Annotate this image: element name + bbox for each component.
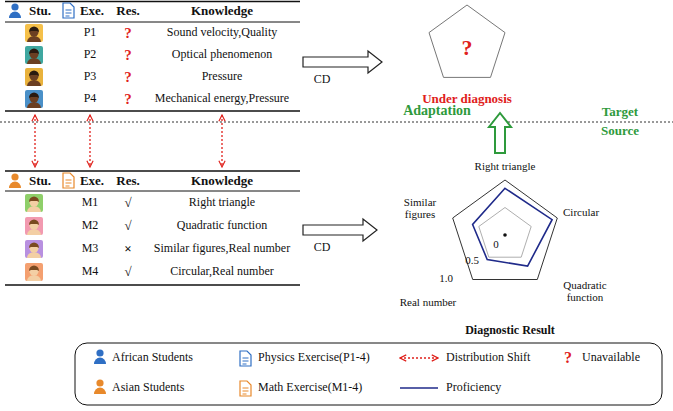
- response-cell: √: [124, 219, 131, 233]
- table-header: Stu.: [29, 4, 51, 18]
- adaptation-arrow: [489, 113, 511, 153]
- axis-label: Real number: [400, 296, 457, 308]
- response-cell: ?: [124, 25, 132, 42]
- exercise-id: M2: [82, 219, 99, 232]
- response-cell: ?: [124, 47, 132, 64]
- shift-arrow: [89, 115, 90, 167]
- legend-proficiency-line: [400, 387, 438, 389]
- legend-student-icon: [94, 379, 106, 394]
- exercise-id: M4: [82, 265, 99, 278]
- knowledge-cell: Circular,Real number: [170, 265, 273, 278]
- exercise-id: P4: [84, 92, 97, 105]
- legend-text: Distribution Shift: [446, 351, 530, 364]
- knowledge-cell: Quadratic function: [177, 219, 267, 232]
- edge-label: CD: [314, 241, 331, 254]
- scale-label: 1.0: [439, 272, 453, 284]
- unavailable-mark: ?: [462, 36, 473, 60]
- shift-arrow: [34, 115, 35, 167]
- legend-shift-arrow: [400, 357, 438, 358]
- legend-text: Unavailable: [582, 351, 640, 364]
- response-cell: ×: [124, 242, 131, 256]
- legend-exercise-icon: [240, 381, 251, 396]
- domain-label: Source: [601, 124, 639, 138]
- knowledge-cell: Right triangle: [189, 196, 255, 209]
- legend-text: Proficiency: [446, 381, 501, 394]
- axis-label: Quadratic function: [554, 279, 616, 303]
- exercise-id: P3: [84, 70, 97, 83]
- table-header: Res.: [116, 4, 139, 18]
- table-header: Exe.: [80, 4, 104, 18]
- knowledge-cell: Mechanical energy,Pressure: [155, 92, 289, 105]
- exercise-id: M1: [82, 196, 99, 209]
- exercise-id: P1: [84, 26, 97, 39]
- axis-label: Right triangle: [475, 160, 536, 172]
- response-cell: ?: [124, 69, 132, 86]
- knowledge-cell: Pressure: [202, 70, 243, 83]
- legend-text: Asian Students: [112, 381, 184, 394]
- table-header: Stu.: [29, 174, 51, 188]
- legend-text: Math Exercise(M1-4): [258, 381, 362, 394]
- scale-label: 0.5: [465, 254, 479, 266]
- legend-student-icon: [94, 349, 106, 364]
- response-cell: ?: [124, 91, 132, 108]
- edge-label: CD: [314, 73, 331, 86]
- shift-arrow: [221, 115, 222, 167]
- domain-divider: [0, 122, 673, 123]
- knowledge-cell: Sound velocity,Quality: [167, 26, 278, 39]
- exercise-icon: [63, 3, 74, 18]
- node-caption: Diagnostic Result: [465, 324, 555, 337]
- knowledge-cell: Optical phenomenon: [172, 48, 272, 61]
- table-header: Knowledge: [191, 174, 253, 188]
- legend-box: [75, 343, 662, 405]
- exercise-icon: [63, 173, 74, 188]
- student-icon: [9, 173, 21, 188]
- radar-result: Diagnostic Result: [380, 156, 640, 340]
- cd-arrow: [303, 51, 382, 73]
- response-cell: √: [124, 196, 131, 210]
- exercise-id: P2: [84, 48, 97, 61]
- cd-arrow: [303, 219, 377, 241]
- table-header: Knowledge: [191, 4, 253, 18]
- table-header: Res.: [116, 174, 139, 188]
- scale-label: 0: [493, 238, 499, 250]
- legend-text: Physics Exercise(P1-4): [258, 351, 370, 364]
- legend-exercise-icon: [240, 351, 251, 366]
- exercise-id: M3: [82, 242, 99, 255]
- axis-label: Circular: [563, 206, 599, 218]
- legend-symbol: ?: [564, 349, 572, 367]
- radar-chart: [453, 180, 558, 280]
- student-avatars: [25, 24, 43, 281]
- axis-label: Similar figures: [389, 196, 451, 220]
- diagnosis-pentagon: ?Under diagnosis: [385, 0, 550, 110]
- domain-label: Target: [602, 105, 638, 119]
- table-rules: [5, 2, 300, 286]
- legend-text: African Students: [112, 351, 193, 364]
- knowledge-cell: Similar figures,Real number: [154, 242, 290, 255]
- response-cell: √: [124, 265, 131, 279]
- table-header: Exe.: [80, 174, 104, 188]
- student-icon: [9, 3, 21, 18]
- edge-label: Adaptation: [403, 103, 471, 118]
